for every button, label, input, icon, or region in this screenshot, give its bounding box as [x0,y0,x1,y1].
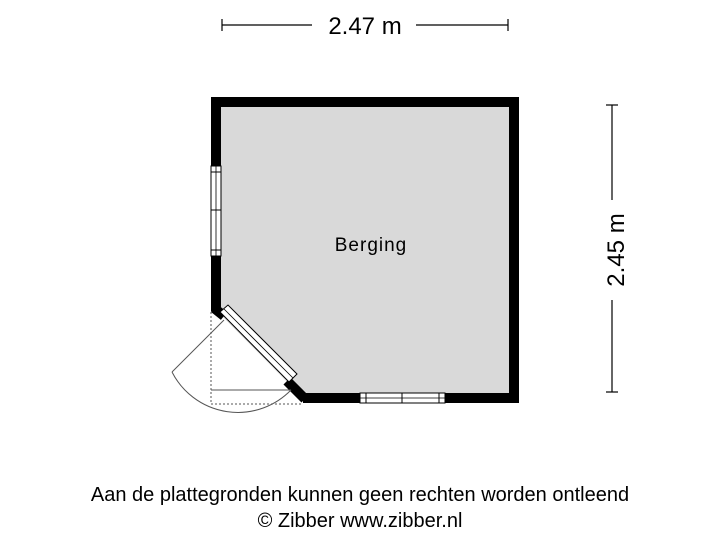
door-swing [171,312,303,413]
credit-text: © Zibber www.zibber.nl [257,510,463,532]
room-walls [211,97,519,403]
window-bottom [359,392,446,404]
width-dimension: 2.47 m [221,13,509,40]
room-label: Berging [335,235,408,256]
height-label: 2.45 m [603,213,630,286]
door-frame [219,304,298,383]
window-left [210,165,222,257]
height-dimension: 2.45 m [603,104,630,393]
disclaimer-text: Aan de plattegronden kunnen geen rechten… [90,484,630,506]
width-label: 2.47 m [328,13,401,40]
room-floor [216,102,514,398]
wall-diag-bottom [283,377,309,403]
